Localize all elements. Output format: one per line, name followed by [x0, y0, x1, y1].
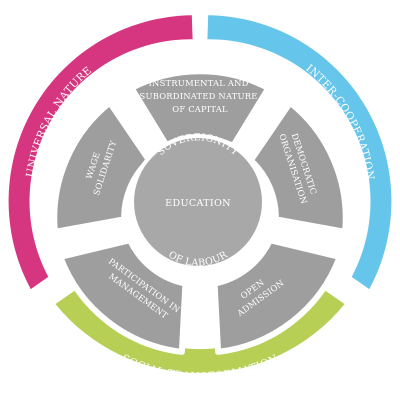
segment-wage-solidarity: [51, 99, 153, 235]
universal-nature-arc: [8, 15, 193, 290]
education-label: EDUCATION: [165, 198, 231, 209]
inter-cooperation-arc: [207, 15, 392, 290]
instrumental-capital-label: INSTRUMENTAL AND SUBORDINATED NATURE OF …: [140, 78, 261, 114]
core-circle: [130, 134, 266, 270]
social-transformation-arc: [55, 290, 345, 374]
segment-participation-management: [57, 237, 189, 355]
segment-open-admission: [211, 237, 343, 355]
segment-democratic-organisation: [247, 99, 349, 235]
